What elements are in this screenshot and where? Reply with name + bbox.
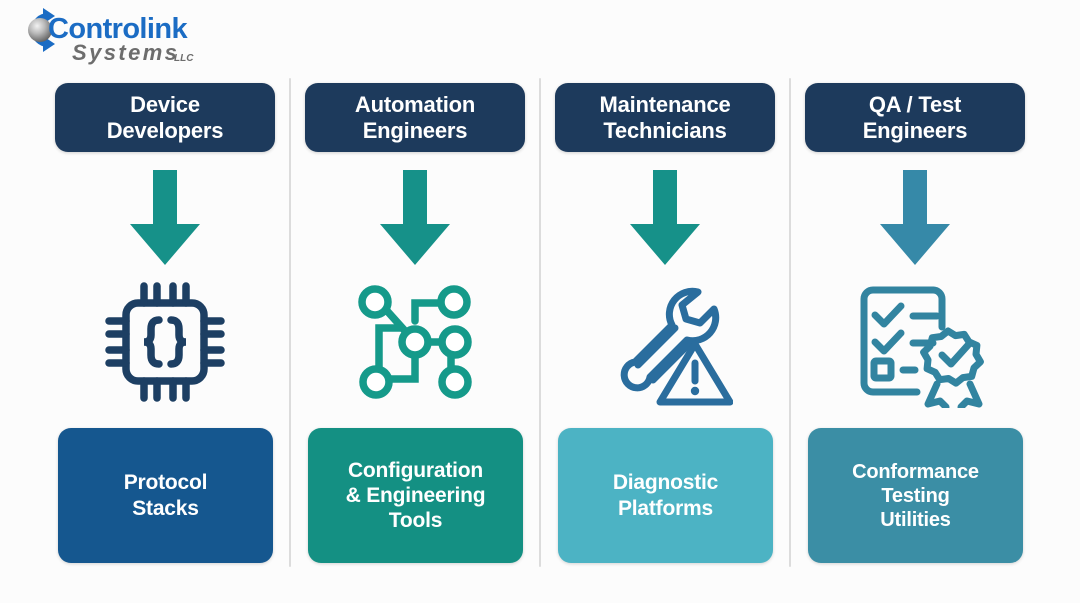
network-nodes-icon <box>358 285 472 399</box>
arrow-down-icon <box>130 170 200 265</box>
column-divider-1 <box>289 78 291 567</box>
arrow-down-1 <box>40 168 290 268</box>
logo-graphic: Controlink Systems LLC <box>28 8 194 65</box>
icon-wrap-3 <box>540 272 790 412</box>
checklist-award-icon <box>860 286 984 408</box>
icon-wrap-4 <box>790 272 1040 412</box>
arrow-down-4 <box>790 168 1040 268</box>
microchip-braces-icon <box>105 282 225 402</box>
logo-secondary-text: Systems <box>72 40 179 65</box>
arrow-down-icon <box>880 170 950 265</box>
controlink-systems-logo: Controlink Systems LLC <box>12 6 222 68</box>
icon-wrap-2 <box>290 272 540 412</box>
column-divider-2 <box>539 78 541 567</box>
arrow-down-2 <box>290 168 540 268</box>
arrow-down-icon <box>630 170 700 265</box>
logo-suffix-text: LLC <box>174 53 194 64</box>
arrow-down-3 <box>540 168 790 268</box>
wrench-warning-icon <box>620 287 733 406</box>
logo-sphere <box>28 18 52 42</box>
arrow-down-icon <box>380 170 450 265</box>
logo-primary-text: Controlink <box>48 13 188 45</box>
icon-wrap-1 <box>40 272 290 412</box>
column-divider-3 <box>789 78 791 567</box>
